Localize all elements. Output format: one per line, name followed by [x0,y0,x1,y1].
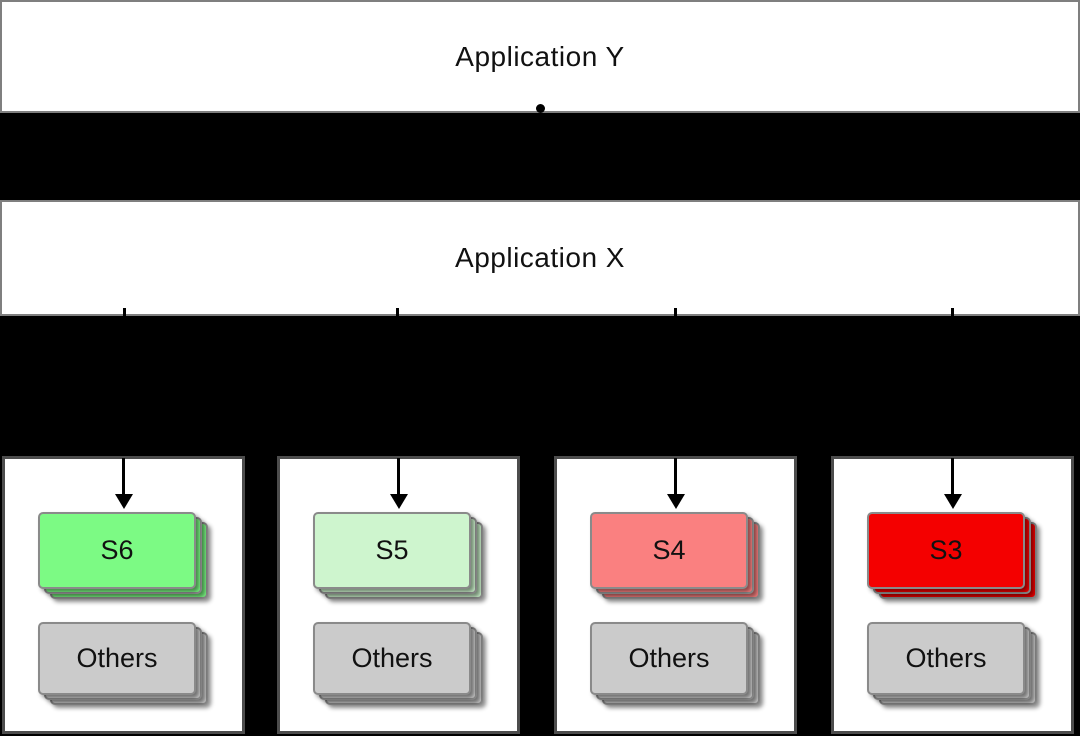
card-stack-s3: S3 [867,512,1037,599]
card-label-others-2: Others [351,643,433,673]
card-stack-others-3: Others [590,622,760,705]
card-label-s5: S5 [375,535,409,565]
application-y-label: Application Y [455,40,625,72]
card-label-s3: S3 [929,535,963,565]
application-x-label: Application X [455,242,625,273]
card-stack-s6: S6 [38,512,208,599]
application-y-box: Application Y [0,0,1080,113]
card-label-s6: S6 [100,535,134,565]
connector-origin-dot [536,104,545,113]
down-arrow-icon [389,458,408,509]
card-label-s4: S4 [652,535,686,565]
card-label-others-4: Others [905,643,987,673]
group-box-s3: S3 Others [831,456,1074,734]
card-stack-others-2: Others [313,622,483,705]
down-arrow-icon [666,458,685,509]
connector-tick-3 [674,308,677,318]
connector-tick-2 [396,308,399,318]
card-stack-others-1: Others [38,622,208,705]
group-box-s4: S4 Others [554,456,797,734]
down-arrow-icon [943,458,962,509]
card-stack-s5: S5 [313,512,483,599]
application-x-box: Application X [0,200,1080,316]
group-box-s6: S6 Others [2,456,245,734]
card-label-others-1: Others [76,643,158,673]
card-label-others-3: Others [628,643,710,673]
connector-tick-4 [951,308,954,318]
connector-tick-1 [123,308,126,318]
card-stack-others-4: Others [867,622,1037,705]
card-stack-s4: S4 [590,512,760,599]
group-box-s5: S5 Others [277,456,520,734]
down-arrow-icon [114,458,133,509]
